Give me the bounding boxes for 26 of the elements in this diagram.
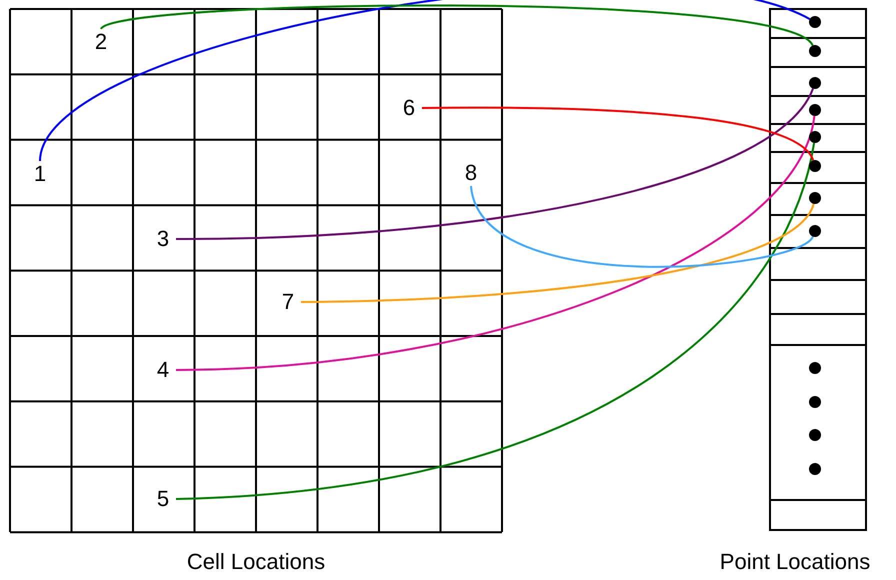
connector-curve — [39, 0, 810, 162]
point-dot — [809, 45, 821, 57]
point-dot — [809, 104, 821, 116]
axis-caption: Cell Locations — [186, 549, 326, 575]
connector-curve — [100, 4, 814, 46]
connector-curve — [300, 203, 814, 303]
point-dot — [809, 160, 821, 172]
axis-caption: Point Locations — [720, 549, 870, 575]
cell-number: 7 — [277, 289, 299, 315]
point-dot — [809, 192, 821, 204]
connector-curve — [176, 116, 816, 371]
point-dot — [809, 16, 821, 28]
cell-number: 1 — [29, 161, 51, 187]
point-dot — [809, 131, 821, 143]
cell-number: 2 — [90, 29, 112, 55]
point-dot — [809, 77, 821, 89]
cell-number: 6 — [398, 95, 420, 121]
cell-number: 8 — [460, 160, 482, 186]
cell-number: 3 — [152, 226, 174, 252]
connector-curve — [422, 106, 814, 161]
cell-number: 5 — [152, 486, 174, 512]
connector-curve — [176, 142, 816, 500]
point-dot — [809, 225, 821, 237]
connector-curve — [470, 186, 814, 268]
cell-number: 4 — [152, 357, 174, 383]
connector-curve — [176, 88, 814, 240]
